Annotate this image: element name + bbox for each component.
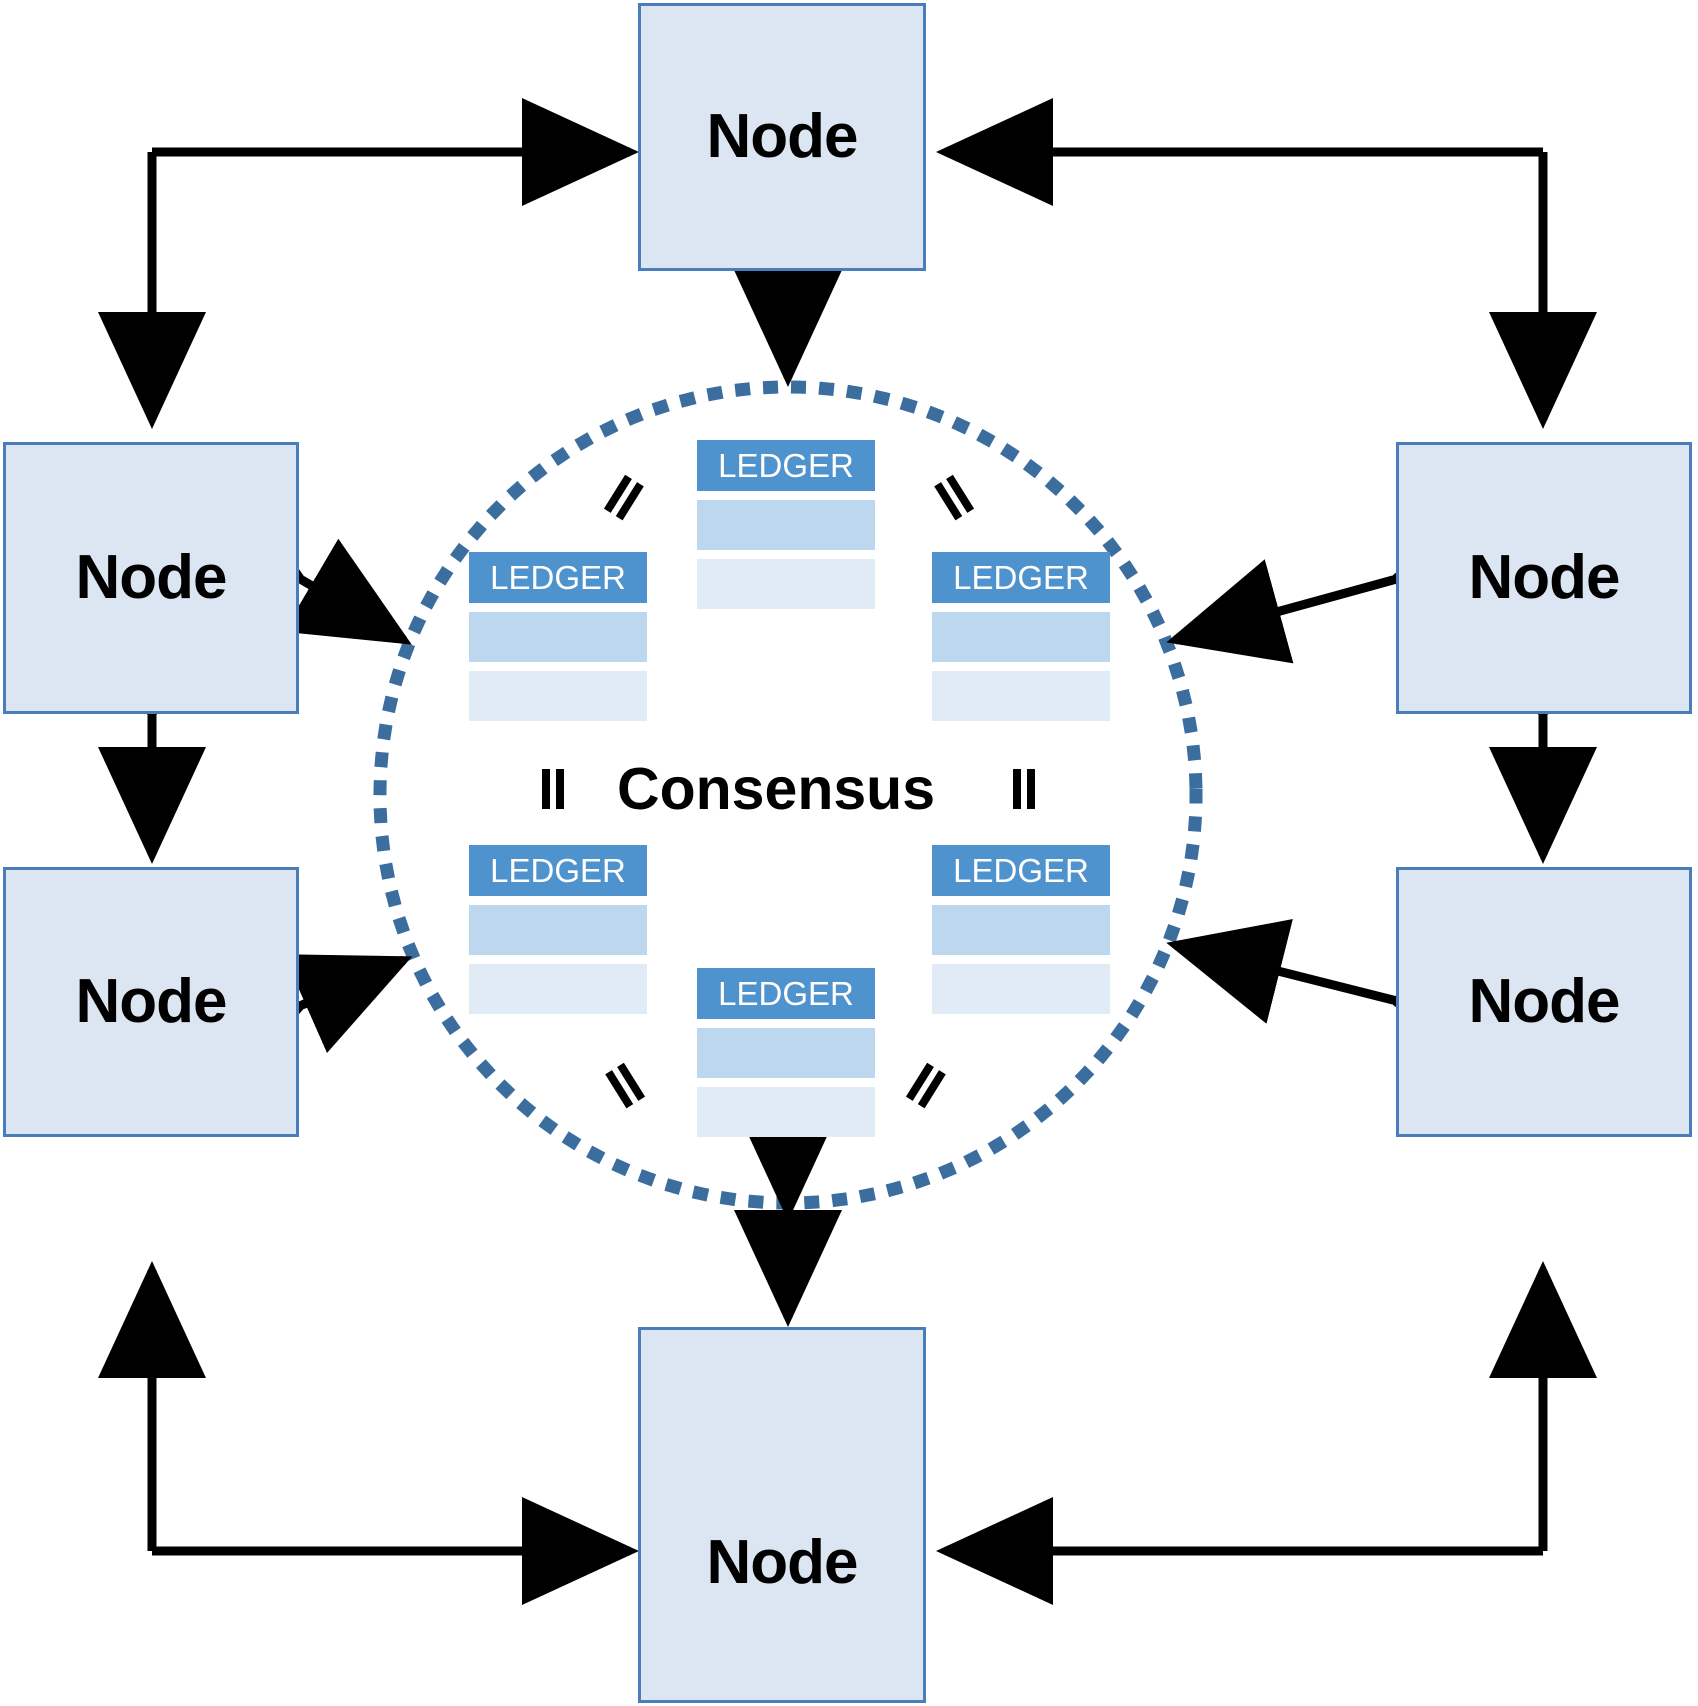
node-right-lower-label: Node [1468, 967, 1621, 1036]
wire-rightupper-to-circle [1166, 499, 1512, 664]
node-right-upper-label: Node [1468, 543, 1621, 612]
node-left-upper-label: Node [75, 543, 228, 612]
node-bottom-label: Node [706, 1527, 859, 1597]
ledger-upper-left-row-2 [469, 671, 647, 721]
node-left-lower[interactable]: Node [3, 867, 299, 1137]
ledger-lower-left-row-1 [469, 905, 647, 955]
ledger-upper-left-title: LEDGER [469, 552, 647, 603]
node-left-upper[interactable]: Node [3, 442, 299, 714]
ledger-upper-left-row-1 [469, 612, 647, 662]
ledger-upper-right[interactable]: LEDGER [932, 552, 1110, 721]
ledger-lower-right-title: LEDGER [932, 845, 1110, 896]
ledger-bottom-row-2 [697, 1087, 875, 1137]
ledger-top-row-2 [697, 559, 875, 609]
consensus-label: Consensus [617, 756, 936, 822]
ledger-lower-right-row-2 [932, 964, 1110, 1014]
node-right-upper[interactable]: Node [1396, 442, 1692, 714]
wire-leftlower-to-circle [181, 954, 413, 1098]
ledger-lower-left-title: LEDGER [469, 845, 647, 896]
node-left-lower-label: Node [75, 967, 228, 1036]
ledger-top-title: LEDGER [697, 440, 875, 491]
ledger-lower-left-row-2 [469, 964, 647, 1014]
ledger-upper-right-row-1 [932, 612, 1110, 662]
node-right-lower[interactable]: Node [1396, 867, 1692, 1137]
ledger-bottom-title: LEDGER [697, 968, 875, 1019]
equals-mid-left-icon [530, 767, 574, 811]
ledger-top[interactable]: LEDGER [697, 440, 875, 609]
ledger-lower-left[interactable]: LEDGER [469, 845, 647, 1014]
equals-mid-right-icon [1001, 767, 1045, 811]
node-top[interactable]: Node [638, 3, 926, 271]
node-bottom[interactable]: Node [638, 1327, 926, 1703]
ledger-bottom[interactable]: LEDGER [697, 968, 875, 1137]
node-top-label: Node [706, 102, 859, 171]
wire-leftupper-to-circle [181, 478, 412, 645]
wire-rightlower-to-circle [1166, 919, 1511, 1079]
ledger-upper-right-row-2 [932, 671, 1110, 721]
ledger-lower-right[interactable]: LEDGER [932, 845, 1110, 1014]
ledger-upper-left[interactable]: LEDGER [469, 552, 647, 721]
ledger-top-row-1 [697, 500, 875, 550]
ledger-upper-right-title: LEDGER [932, 552, 1110, 603]
ledger-bottom-row-1 [697, 1028, 875, 1078]
ledger-lower-right-row-1 [932, 905, 1110, 955]
